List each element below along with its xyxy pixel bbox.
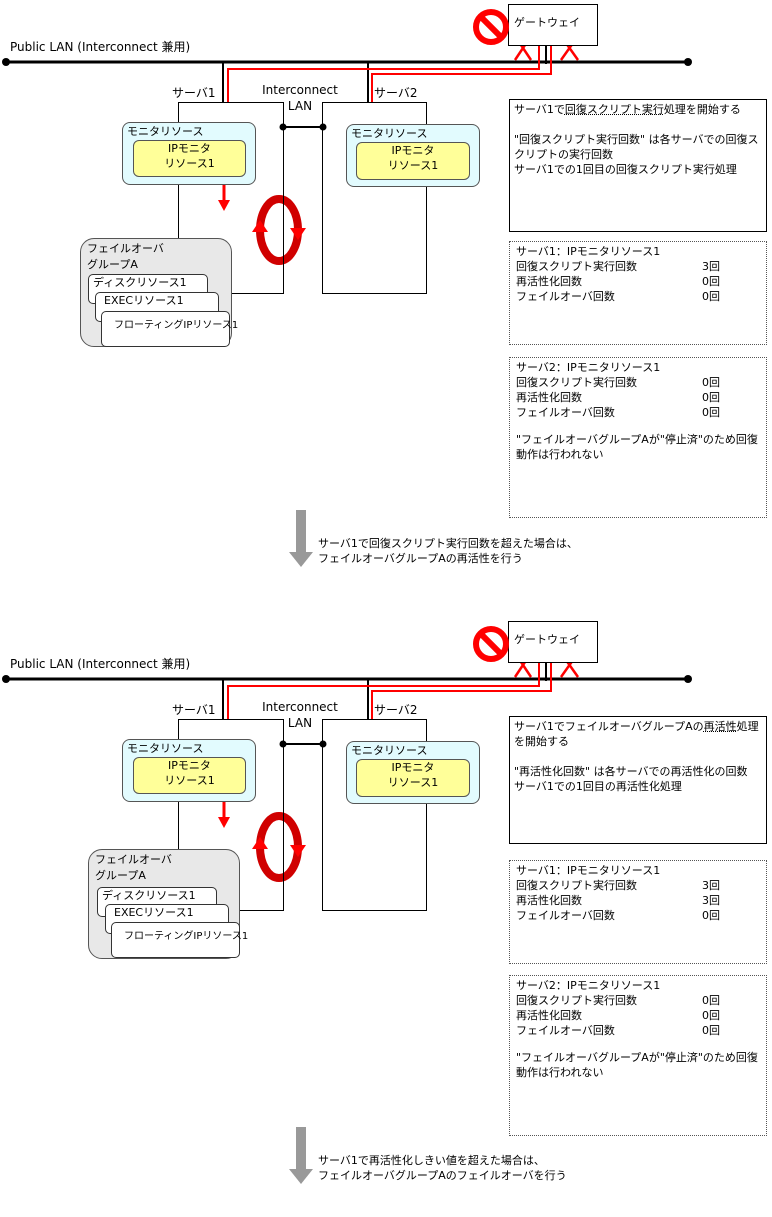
server2-label: サーバ2	[374, 703, 418, 717]
gateway-box	[508, 4, 598, 46]
red-path-server2	[371, 42, 552, 102]
monitor-resource-box-server1: モニタリソース IPモニタ リソース1	[122, 122, 256, 185]
failover-group-title: フェイルオーバ グループA	[95, 853, 172, 882]
server2-box	[322, 719, 427, 911]
counter-title: サーバ1：IPモニタリソース1	[516, 864, 661, 877]
monitor-resource-title: モニタリソース	[351, 127, 428, 140]
prohibited-icon	[473, 9, 509, 45]
server2-label: サーバ2	[374, 86, 418, 100]
scenario-panel-1: Public LAN (Interconnect 兼用) ゲートウェイ サーバ1…	[0, 0, 772, 600]
counter-title: サーバ2：IPモニタリソース1	[516, 979, 661, 992]
monitor-resource-box-server1: モニタリソース IPモニタ リソース1	[122, 739, 256, 802]
floating-ip-resource: フローティングIPリソース1	[101, 311, 238, 347]
counter-footnote: "フェイルオーバグループAが"停止済"のため回復動作は行われない	[516, 1051, 758, 1079]
failover-group-title: フェイルオーバ グループA	[87, 242, 164, 271]
monitor-resource-box-server2: モニタリソース IPモニタ リソース1	[346, 741, 480, 804]
cycle-icon	[252, 195, 306, 265]
scenario-panel-2: Public LAN (Interconnect 兼用) ゲートウェイ サーバ1…	[0, 617, 772, 1217]
server2-box	[322, 102, 427, 294]
network-wires	[2, 652, 692, 882]
lan-endpoint-left	[2, 675, 10, 683]
counter-title: サーバ1：IPモニタリソース1	[516, 245, 661, 258]
counter-title: サーバ2：IPモニタリソース1	[516, 361, 661, 374]
lan-endpoint-right	[684, 58, 692, 66]
ip-monitor-resource: IPモニタ リソース1	[356, 759, 470, 797]
gateway-box	[508, 621, 598, 663]
monitor-resource-title: モニタリソース	[351, 744, 428, 757]
interconnect-label: Interconnect LAN	[262, 700, 338, 730]
red-path-server1	[227, 42, 540, 102]
lan-endpoint-left	[2, 58, 10, 66]
step-description: サーバ1で回復スクリプト実行回数を超えた場合は、 フェイルオーバグループAの再活…	[318, 537, 578, 565]
red-path-server2	[371, 659, 552, 719]
gateway-label: ゲートウェイ	[514, 633, 580, 646]
step-down-arrow-icon	[289, 1127, 313, 1184]
explanation-note: サーバ1で回復スクリプト実行処理を開始する "回復スクリプト実行回数" は各サー…	[509, 99, 767, 232]
monitor-resource-title: モニタリソース	[127, 742, 204, 755]
floating-ip-resource: フローティングIPリソース1	[111, 922, 248, 958]
cycle-icon	[252, 812, 306, 882]
red-path-server1	[227, 659, 540, 719]
explanation-note: サーバ1でフェイルオーバグループAの再活性処理を開始する "再活性化回数" は各…	[509, 716, 767, 844]
monitor-resource-title: モニタリソース	[127, 125, 204, 138]
step-down-arrow-icon	[289, 510, 313, 567]
monitor-resource-box-server2: モニタリソース IPモニタ リソース1	[346, 124, 480, 187]
public-lan-label: Public LAN (Interconnect 兼用)	[10, 657, 191, 671]
server1-label: サーバ1	[172, 703, 216, 717]
ip-monitor-resource: IPモニタ リソース1	[133, 757, 246, 794]
counter-footnote: "フェイルオーバグループAが"停止済"のため回復動作は行われない	[516, 433, 758, 461]
server1-label: サーバ1	[172, 86, 216, 100]
ip-monitor-resource: IPモニタ リソース1	[356, 142, 470, 180]
interconnect-label: Interconnect LAN	[262, 83, 338, 113]
prohibited-icon	[473, 626, 509, 662]
public-lan-label: Public LAN (Interconnect 兼用)	[10, 40, 191, 54]
ip-monitor-resource: IPモニタ リソース1	[133, 140, 246, 177]
step-description: サーバ1で再活性化しきい値を超えた場合は、 フェイルオーバグループAのフェイルオ…	[318, 1154, 567, 1182]
lan-endpoint-right	[684, 675, 692, 683]
gateway-label: ゲートウェイ	[514, 16, 580, 29]
